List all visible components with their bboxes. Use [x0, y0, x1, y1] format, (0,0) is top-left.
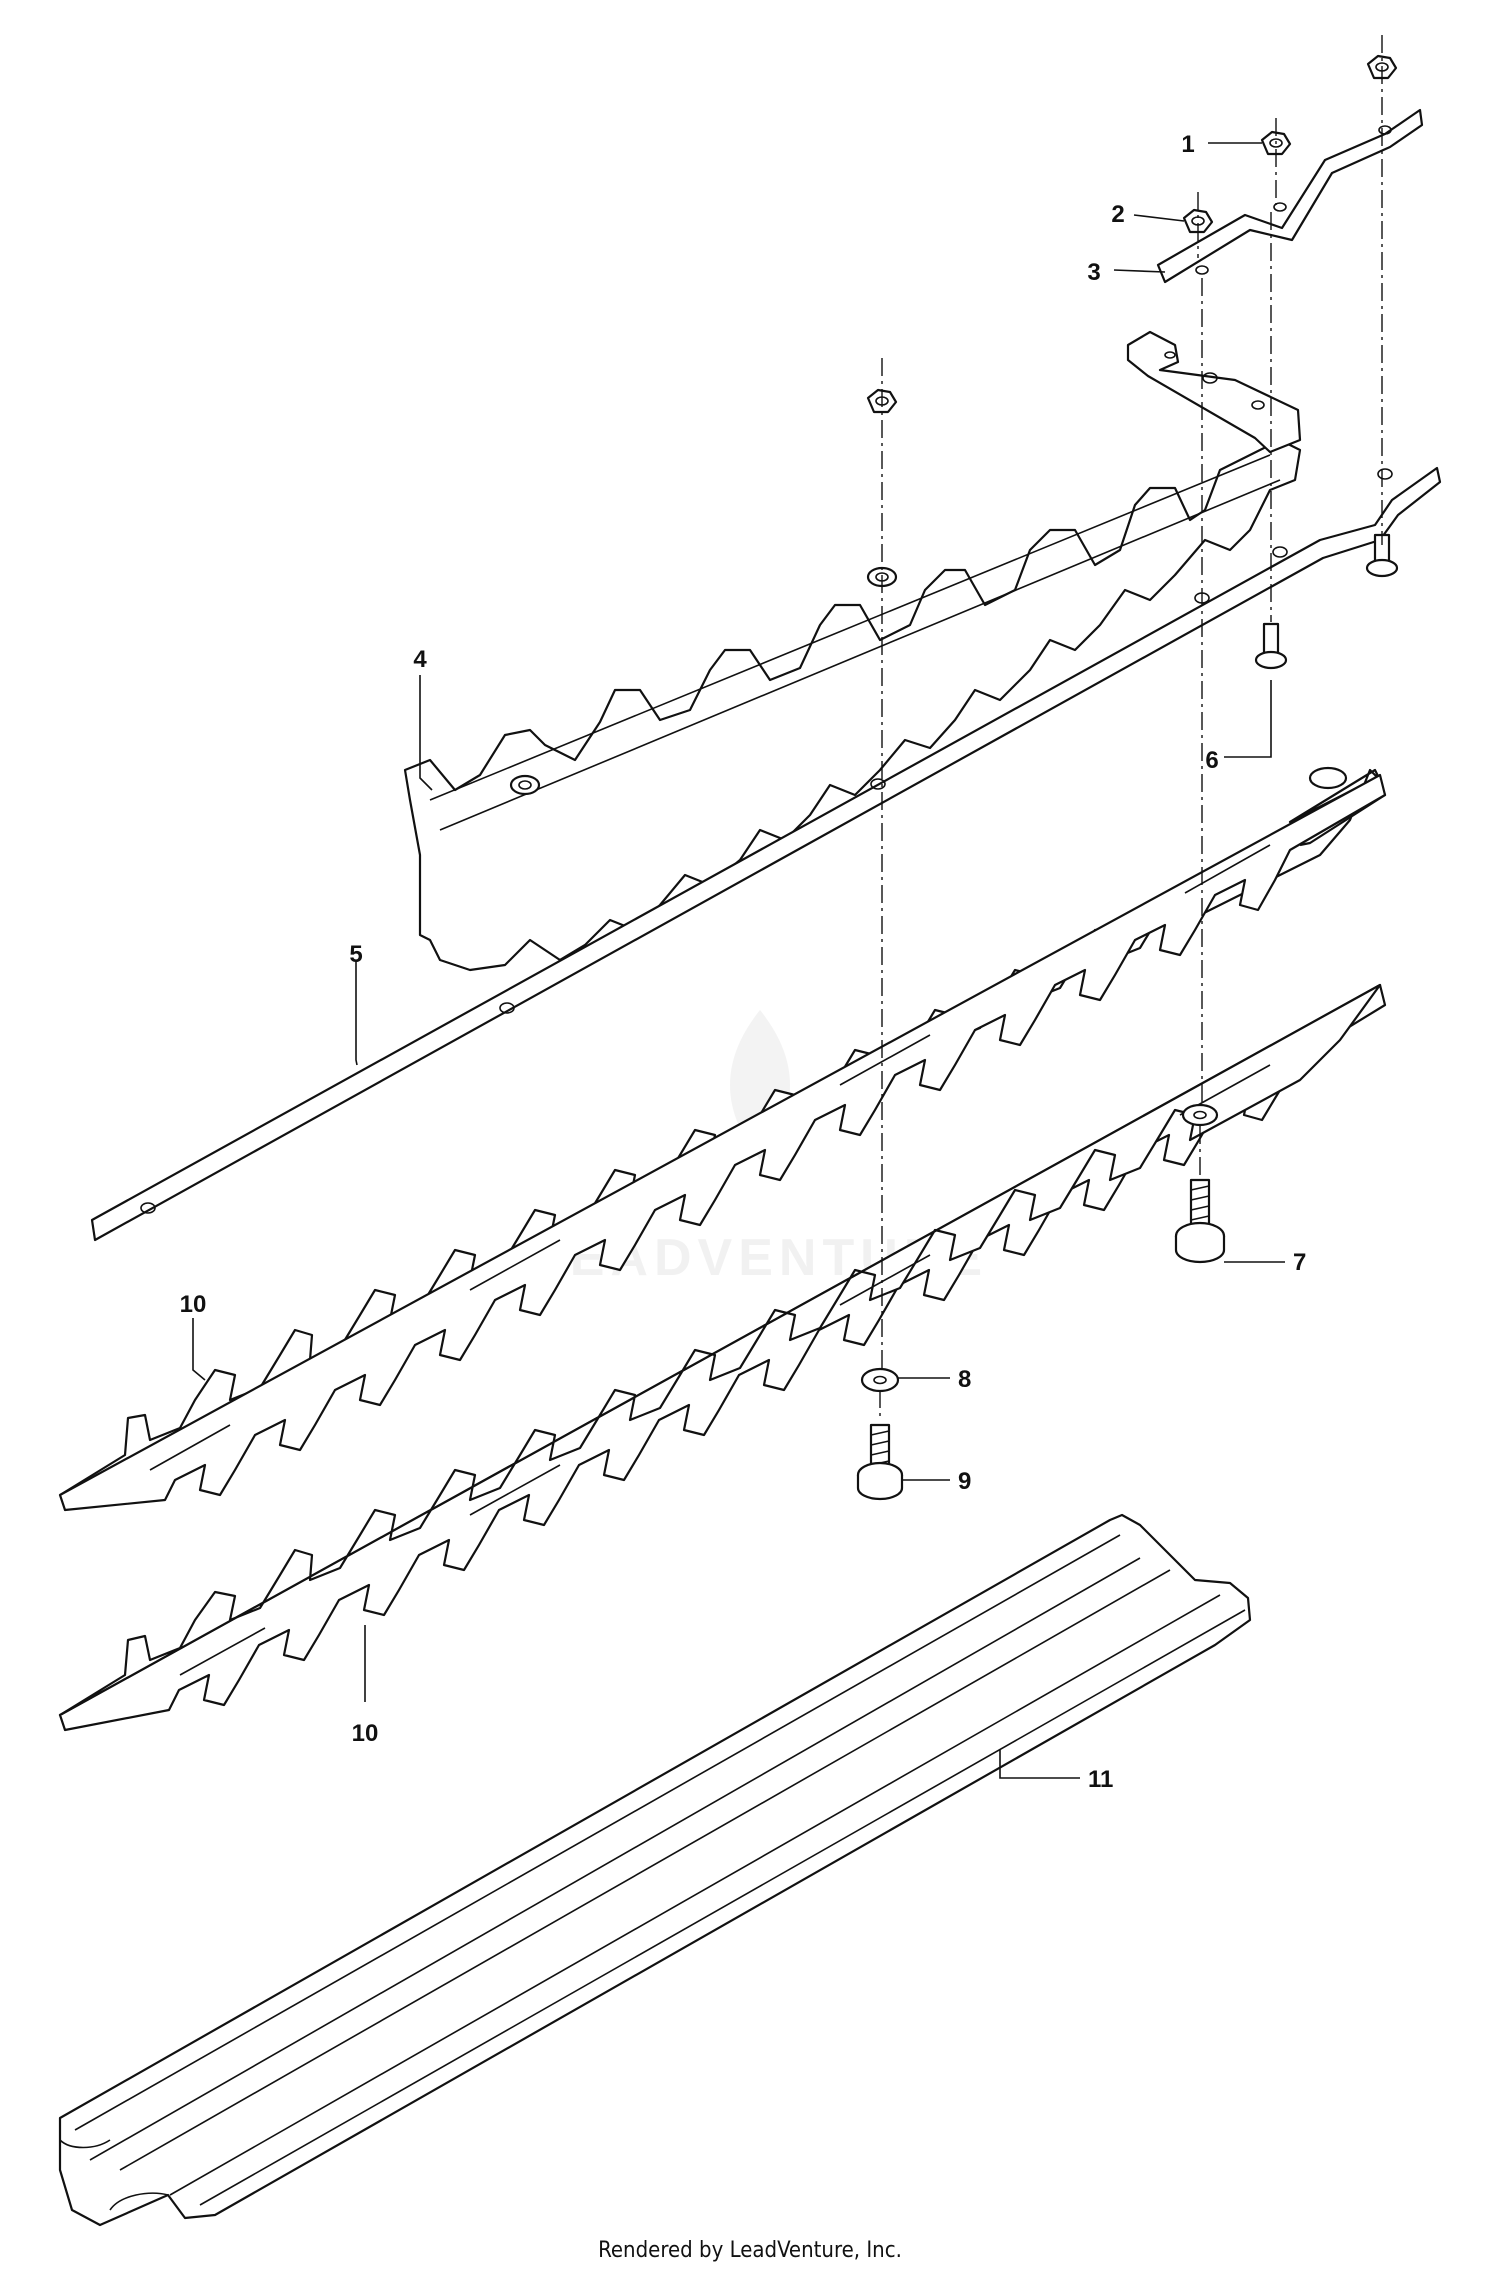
callouts: 1 2 3 4 5 6 7 8 9 10 10 11: [180, 131, 1307, 1793]
callout-4: 4: [413, 646, 427, 673]
callout-5: 5: [349, 941, 362, 968]
callout-7: 7: [1293, 1249, 1306, 1276]
part-3-bracket: [1156, 108, 1424, 284]
callout-8: 8: [958, 1366, 971, 1393]
callout-2: 2: [1111, 201, 1124, 228]
part-5-flat-bar: [90, 466, 1442, 1242]
part-4-serrated-plate: [403, 330, 1302, 972]
part-9-screw: [856, 1423, 904, 1501]
callout-9: 9: [958, 1468, 971, 1495]
callout-10-upper: 10: [180, 1291, 207, 1318]
part-6-screws: [1254, 533, 1399, 670]
part-10-blade-upper: [58, 766, 1387, 1512]
callout-11: 11: [1088, 1766, 1113, 1793]
leader-lines: [192, 142, 1285, 1779]
part-11-blade-guard: [58, 1513, 1252, 2227]
callout-1: 1: [1181, 131, 1194, 158]
footer-credit: Rendered by LeadVenture, Inc.: [598, 2238, 902, 2263]
callout-3: 3: [1087, 259, 1100, 286]
callout-6: 6: [1205, 747, 1218, 774]
part-7-screw-washer: [1174, 1103, 1226, 1264]
part-10-blade-lower: [58, 983, 1387, 1732]
part-8-washer: [860, 1367, 900, 1393]
callout-10-lower: 10: [352, 1720, 379, 1747]
assembly-axes: [879, 35, 1383, 1420]
